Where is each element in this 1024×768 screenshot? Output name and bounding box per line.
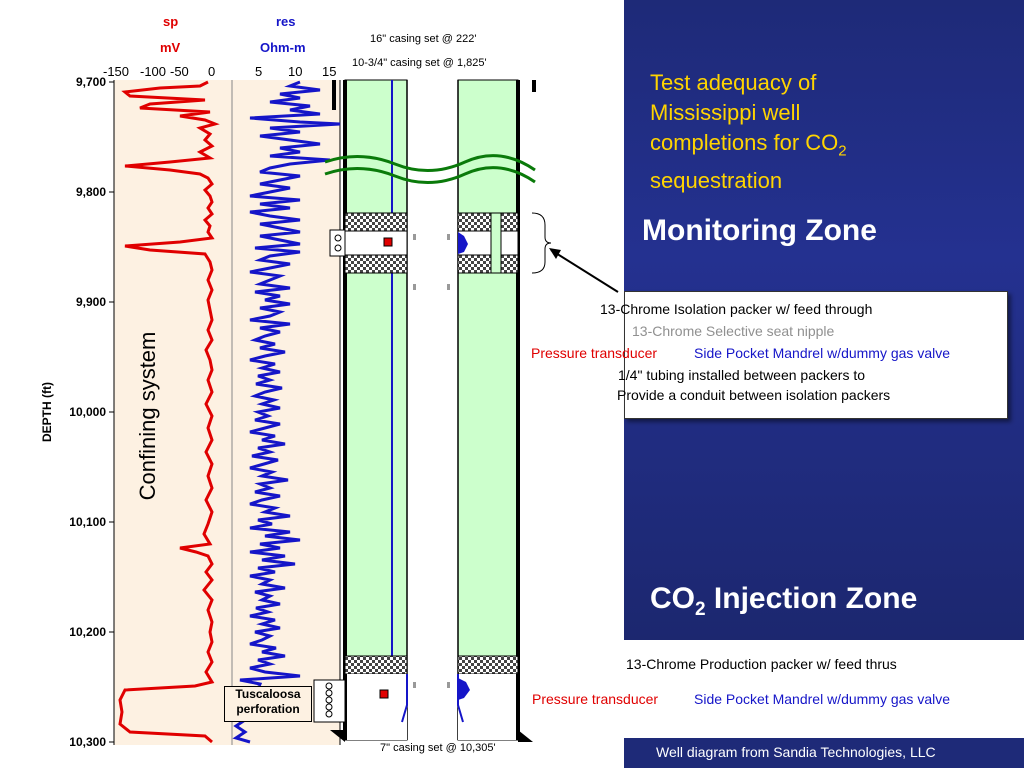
depth-tick-9900: 9,900 bbox=[75, 295, 106, 309]
pressure-transducer-lower bbox=[379, 689, 389, 699]
perforation-label-line-2: perforation bbox=[236, 702, 300, 716]
sp-unit: mV bbox=[160, 40, 181, 55]
casing-7-label: 7" casing set @ 10,305' bbox=[380, 742, 496, 754]
monitoring-zone-heading: Monitoring Zone bbox=[642, 214, 877, 247]
legend-side-pocket-mandrel: Side Pocket Mandrel w/dummy gas valve bbox=[694, 345, 950, 361]
break-line-lower bbox=[324, 166, 536, 185]
res-unit: Ohm-m bbox=[260, 40, 306, 55]
title-line-2: Mississippi well bbox=[650, 100, 801, 125]
tubing-tail-left bbox=[401, 674, 408, 723]
sp-tick-3: -50 bbox=[170, 64, 189, 79]
isolated-interval-left bbox=[344, 230, 408, 256]
casing-left-section bbox=[344, 79, 408, 741]
title-line-3: completions for CO2 bbox=[650, 130, 847, 160]
isolation-packer-upper-right bbox=[457, 212, 519, 232]
casing-shoe-left bbox=[330, 730, 345, 742]
monitoring-zone-bracket bbox=[531, 212, 552, 274]
depth-tick-10100: 10,100 bbox=[69, 515, 106, 529]
dash-marker bbox=[447, 682, 450, 688]
dash-marker bbox=[413, 234, 416, 240]
title-line-4: sequestration bbox=[650, 168, 783, 194]
sp-tick-1: -150 bbox=[103, 64, 130, 79]
casing-shoe-right bbox=[518, 730, 533, 742]
res-tick-1: 5 bbox=[255, 64, 263, 79]
slide-title: Test adequacy of Mississippi well comple… bbox=[650, 68, 1010, 196]
casing-right-section bbox=[457, 79, 519, 741]
footer-credit: Well diagram from Sandia Technologies, L… bbox=[656, 744, 936, 760]
res-tick-3: 15 bbox=[322, 64, 337, 79]
tuscaloosa-perforation-box: Tuscaloosa perforation bbox=[224, 686, 312, 722]
dash-marker bbox=[413, 284, 416, 290]
production-packer-right bbox=[457, 655, 519, 675]
perforation-holes-lower bbox=[325, 682, 333, 718]
casing-16-label: 16" casing set @ 222' bbox=[370, 33, 477, 45]
sp-tick-4: 0 bbox=[208, 64, 216, 79]
casing-10-label: 10-3/4" casing set @ 1,825' bbox=[352, 57, 487, 69]
legend-box bbox=[624, 291, 1008, 419]
footer-bar bbox=[624, 738, 1024, 768]
isolated-interval-right bbox=[457, 230, 519, 256]
injection-interval-left bbox=[345, 674, 407, 740]
res-title: res bbox=[276, 14, 296, 29]
dash-marker bbox=[447, 234, 450, 240]
depth-tick-10200: 10,200 bbox=[69, 625, 106, 639]
isolation-packer-lower-right bbox=[457, 254, 519, 274]
confining-system-label: Confining system bbox=[135, 331, 160, 501]
depth-tick-9800: 9,800 bbox=[75, 185, 106, 199]
legend-isolation-packer: 13-Chrome Isolation packer w/ feed throu… bbox=[600, 301, 873, 317]
depth-tick-10300: 10,300 bbox=[69, 735, 106, 749]
sp-tick-2: -100 bbox=[140, 64, 167, 79]
isolation-packer-lower-left bbox=[344, 254, 408, 274]
dash-marker bbox=[413, 682, 416, 688]
depth-tick-10000: 10,000 bbox=[69, 405, 106, 419]
res-curve bbox=[232, 80, 341, 744]
production-packer-left bbox=[344, 655, 408, 675]
legend-seat-nipple: 13-Chrome Selective seat nipple bbox=[632, 323, 835, 339]
callout-arrow-line bbox=[550, 249, 619, 293]
title-line-1: Test adequacy of bbox=[650, 70, 817, 95]
seat-nipple bbox=[490, 212, 502, 274]
log-track-background bbox=[114, 80, 340, 745]
perforation-hole bbox=[334, 234, 342, 242]
isolation-packer-upper-left bbox=[344, 212, 408, 232]
production-packer-label: 13-Chrome Production packer w/ feed thru… bbox=[626, 656, 897, 672]
lower-pressure-transducer-label: Pressure transducer bbox=[532, 691, 659, 707]
injection-interval-right bbox=[458, 674, 518, 740]
side-pocket-mandrel-upper bbox=[458, 232, 468, 254]
break-line-upper bbox=[324, 154, 536, 173]
perforation-marker-lower bbox=[313, 679, 346, 723]
side-pocket-mandrel-lower bbox=[458, 678, 470, 700]
sp-title: sp bbox=[163, 14, 179, 29]
legend-pressure-transducer: Pressure transducer bbox=[531, 345, 658, 361]
depth-tick-marks bbox=[109, 81, 114, 743]
legend-tubing-line-1: 1/4" tubing installed between packers to bbox=[618, 367, 866, 383]
sp-curve bbox=[118, 80, 220, 744]
dash-marker bbox=[447, 284, 450, 290]
legend-tubing-line-2: Provide a conduit between isolation pack… bbox=[617, 387, 891, 403]
perforation-label-line-1: Tuscaloosa bbox=[235, 687, 301, 701]
depth-tick-9700: 9,700 bbox=[75, 75, 106, 89]
perforation-marker-upper bbox=[329, 229, 346, 257]
res-tick-2: 10 bbox=[288, 64, 303, 79]
lower-side-pocket-label: Side Pocket Mandrel w/dummy gas valve bbox=[694, 691, 950, 707]
pressure-transducer-upper bbox=[383, 237, 393, 247]
callout-arrow-head bbox=[549, 248, 561, 259]
injection-zone-heading: CO2 Injection Zone bbox=[650, 582, 918, 620]
perforation-hole bbox=[334, 244, 342, 252]
